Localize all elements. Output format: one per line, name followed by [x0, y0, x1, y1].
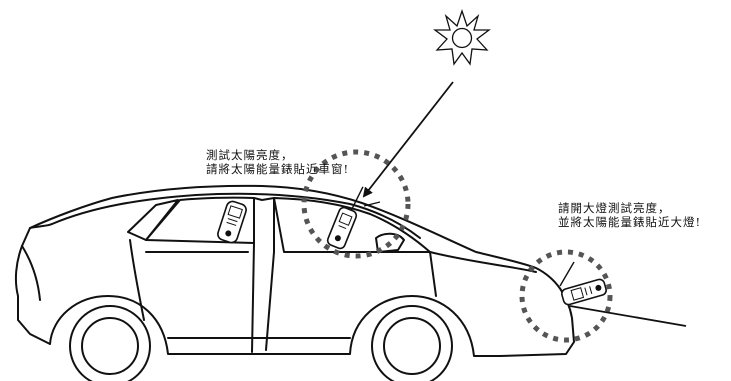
window-caption-line-2: 請將太陽能量錶貼近車窗!	[206, 162, 350, 176]
headlight-caption-line-1: 請開大燈測試亮度，	[558, 201, 671, 215]
window-pointer-line	[363, 201, 381, 207]
headlight-pointer-line	[559, 261, 575, 287]
sunlight-arrow	[362, 81, 454, 198]
rear-wheel	[69, 305, 151, 381]
headlight-beam-line	[569, 305, 687, 327]
solar-power-meter-icon	[326, 186, 364, 250]
window-test-area-ring	[301, 149, 411, 259]
headlight-caption-line-2: 並將太陽能量錶貼近大燈!	[558, 215, 702, 229]
window-caption-line-1: 測試太陽亮度，	[206, 148, 294, 162]
solar-power-meter-icon	[561, 278, 607, 306]
front-wheel	[371, 305, 453, 381]
headlight-test-area-ring	[519, 249, 613, 343]
solar-power-meter-icon	[217, 200, 247, 244]
rear-quarter-window	[127, 199, 179, 241]
car-body-outline	[14, 184, 575, 357]
front-door-window	[273, 197, 431, 253]
headlight-test-caption: 請開大燈測試亮度， 並將太陽能量錶貼近大燈!	[558, 201, 701, 229]
window-test-caption: 測試太陽亮度， 請將太陽能量錶貼近車窗!	[206, 148, 349, 176]
sun-icon	[433, 8, 491, 66]
car-icon	[14, 184, 575, 381]
